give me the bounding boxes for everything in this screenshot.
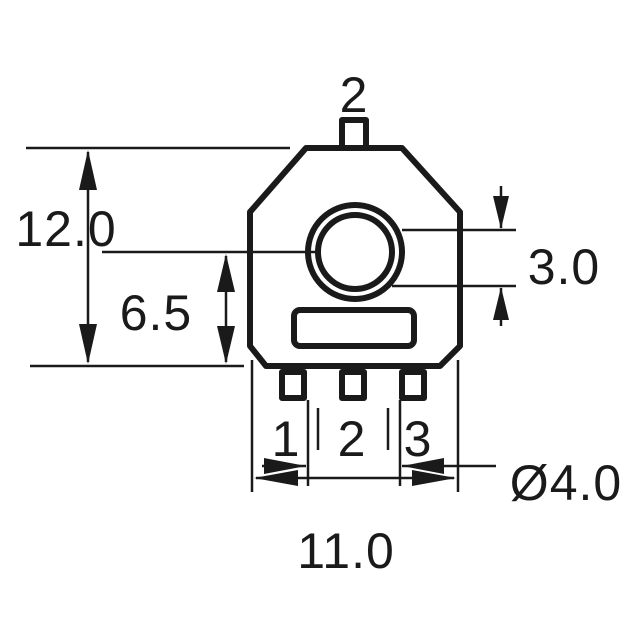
pin-2-label: 2: [338, 411, 367, 467]
bottom-pin-3: [399, 369, 427, 401]
bottom-pin-1: [279, 369, 307, 401]
height-total-arrow-down: [79, 324, 97, 364]
housing-slot: [291, 307, 417, 349]
pin-1-label: 1: [272, 411, 301, 467]
height-total-arrow-up: [79, 150, 97, 190]
width-total-arrow-right: [412, 470, 456, 486]
height-total-label: 12.0: [15, 201, 116, 257]
housing-outline: [247, 145, 463, 369]
top-pin-label: 2: [340, 67, 369, 123]
pin-spacing-dia-label: Ø4.0: [510, 455, 622, 511]
width-total-label: 11.0: [297, 523, 395, 579]
bottom-pin-2: [339, 369, 367, 401]
rotor-outer-ring: [305, 202, 405, 302]
height-center-arrow-down: [217, 326, 235, 364]
rotor-inner-ring: [315, 212, 395, 292]
hole-size-label: 3.0: [528, 239, 601, 295]
hole-dim-arrow-top: [493, 196, 509, 229]
pin-3-label: 3: [404, 411, 433, 467]
height-center-label: 6.5: [120, 285, 193, 341]
hole-dim-arrow-bottom: [493, 287, 509, 320]
width-total-arrow-left: [254, 470, 298, 486]
height-center-arrow-up: [217, 254, 235, 292]
top-terminal-tab: [339, 117, 369, 151]
